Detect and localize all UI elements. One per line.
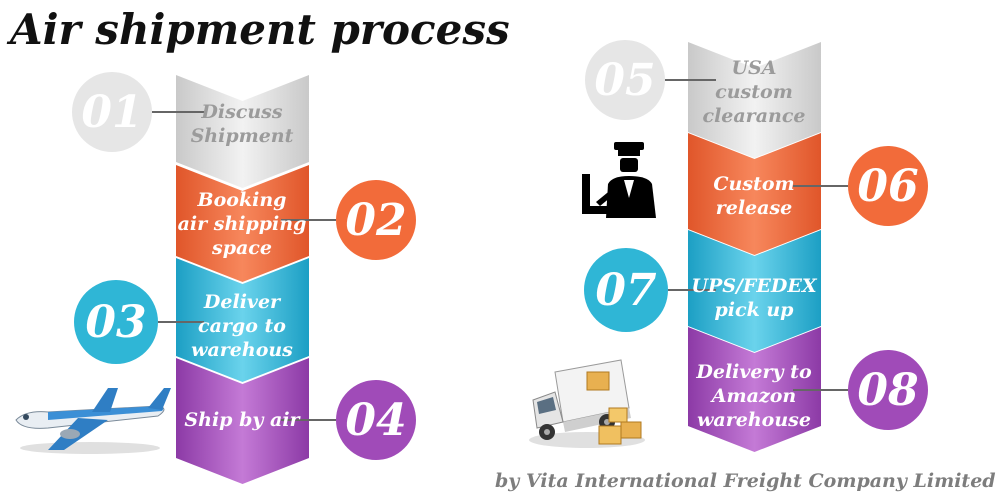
process-segment-06 (688, 133, 821, 255)
process-segment-05 (688, 42, 821, 158)
step-number-08: 08 (848, 350, 928, 430)
process-segment-01 (176, 75, 309, 188)
process-segment-03 (176, 258, 309, 382)
page-title: Air shipment process (10, 5, 510, 54)
customs-officer-icon (582, 142, 656, 218)
step-label-08: Delivery to Amazon warehouse (696, 361, 812, 431)
step-number-02: 02 (336, 180, 416, 260)
company-credit: by Vita International Freight Company Li… (495, 470, 996, 492)
airplane-icon (15, 388, 171, 454)
process-segment-08 (688, 327, 821, 452)
step-label-05: USA custom clearance (702, 57, 806, 127)
step-label-06: Custom release (713, 173, 795, 219)
process-segment-04 (176, 358, 309, 484)
step-label-07: UPS/FEDEX pick up (691, 275, 817, 321)
step-number-05: 05 (585, 40, 665, 120)
step-number-06: 06 (848, 146, 928, 226)
step-label-04: Ship by air (184, 409, 300, 431)
delivery-truck-icon (529, 359, 645, 448)
step-label-01: Discuss Shipment (190, 101, 294, 147)
process-segment-02 (176, 165, 309, 282)
step-number-07: 07 (584, 248, 668, 332)
process-segment-07 (688, 230, 821, 352)
step-number-03: 03 (74, 280, 158, 364)
step-label-02: Booking air shipping space (177, 189, 307, 259)
step-number-04: 04 (336, 380, 416, 460)
step-label-03: Deliver cargo to warehous (191, 291, 293, 361)
step-number-01: 01 (72, 72, 152, 152)
